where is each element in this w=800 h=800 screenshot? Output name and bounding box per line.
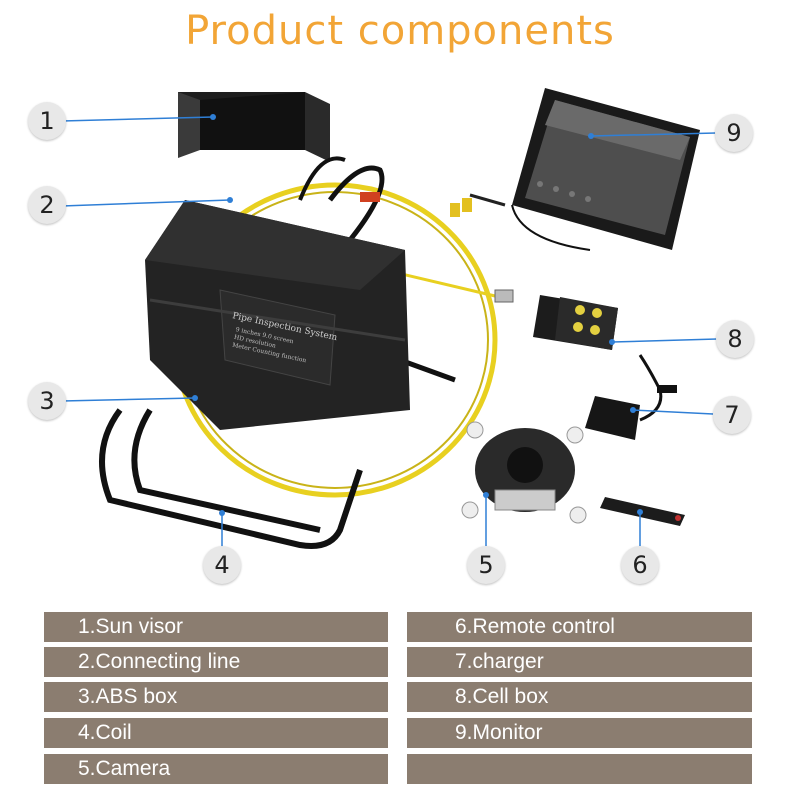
marker-6: 6 (621, 546, 659, 584)
legend-item-connecting-line: 2.Connecting line (44, 647, 388, 677)
camera-image (461, 421, 587, 524)
leader-dots (192, 114, 643, 516)
legend-item-camera: 5.Camera (44, 754, 388, 784)
legend-item-coil: 4.Coil (44, 718, 388, 748)
marker-7: 7 (713, 396, 751, 434)
legend-item-cell-box: 8.Cell box (407, 682, 752, 712)
marker-2: 2 (28, 186, 66, 224)
legend-item-remote-control: 6.Remote control (407, 612, 752, 642)
marker-4: 4 (203, 546, 241, 584)
legend-item-abs-box: 3.ABS box (44, 682, 388, 712)
sun-visor-image (178, 92, 330, 162)
legend-item-charger: 7.charger (407, 647, 752, 677)
legend-item-monitor: 9.Monitor (407, 718, 752, 748)
legend-item-sun-visor: 1.Sun visor (44, 612, 388, 642)
leader-lines (61, 116, 718, 547)
marker-8: 8 (716, 320, 754, 358)
marker-5: 5 (467, 546, 505, 584)
monitor-image (450, 88, 700, 251)
legend-item-empty (407, 754, 752, 784)
marker-1: 1 (28, 102, 66, 140)
cell-box-image (533, 295, 618, 350)
abs-box-image: Pipe Inspection System 9 inches 9.0 scre… (145, 200, 410, 430)
page-title: Product components (185, 8, 615, 54)
marker-9: 9 (715, 114, 753, 152)
product-photo: Pipe Inspection System 9 inches 9.0 scre… (61, 88, 718, 549)
charger-image (585, 354, 677, 440)
marker-3: 3 (28, 382, 66, 420)
